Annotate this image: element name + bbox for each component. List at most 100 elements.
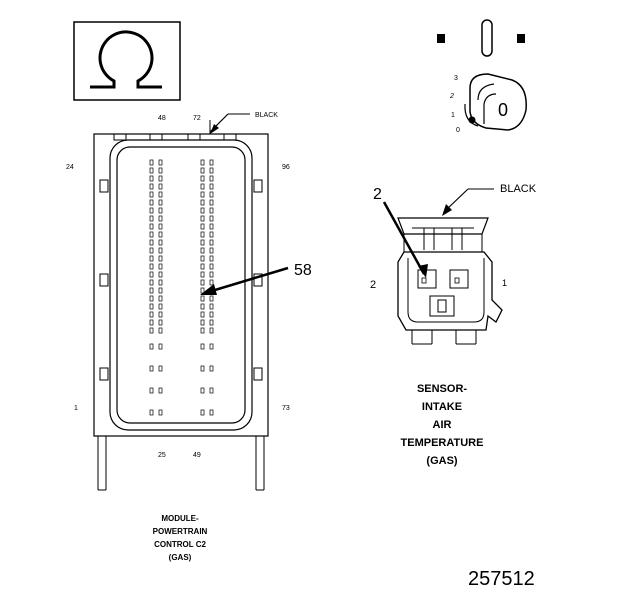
pin-cavity-83 [209, 319, 214, 326]
ohm-symbol-box [73, 21, 181, 101]
iat-caption-line-2: INTAKE [421, 401, 463, 413]
pin-cavity-87 [209, 327, 214, 334]
pin-cavity-98 [200, 387, 205, 394]
pin-cavity-75 [209, 303, 214, 310]
key-scale-2: 2 [449, 93, 454, 100]
iat-caption-line-1: SENSOR- [416, 383, 468, 395]
pin-cavity-44 [149, 247, 154, 254]
iat-color-label: BLACK [500, 183, 537, 195]
pin-cavity-42 [200, 239, 205, 246]
pin-cavity-6 [200, 167, 205, 174]
pcm-pin-label-1: 1 [74, 405, 78, 412]
iat-caption-line-5: (GAS) [426, 455, 458, 467]
pin-cavity-66 [200, 287, 205, 294]
pin-cavity-31 [209, 215, 214, 222]
pin-cavity-7 [209, 167, 214, 174]
pin-cavity-22 [200, 199, 205, 206]
pin-cavity-4 [149, 167, 154, 174]
pin-cavity-74 [200, 303, 205, 310]
pcm-caption-line-1: MODULE- [161, 514, 199, 523]
pin-cavity-73 [158, 303, 163, 310]
pin-cavity-48 [149, 255, 154, 262]
pcm-pin-label-48: 48 [158, 115, 166, 122]
pcm-color-label: BLACK [255, 112, 278, 119]
pcm-pin-label-24: 24 [66, 164, 74, 171]
key-scale-3: 3 [454, 75, 458, 82]
pcm-callout-58: 58 [294, 262, 312, 279]
pin-cavity-16 [149, 191, 154, 198]
pin-cavity-8 [149, 175, 154, 182]
iat-terminal-1 [449, 269, 469, 289]
pcm-pin-label-49: 49 [193, 452, 201, 459]
key-scale-0: 0 [456, 127, 460, 134]
pin-cavity-15 [209, 183, 214, 190]
pin-cavity-86 [200, 327, 205, 334]
pcm-connector: BLACK 48 72 24 96 1 73 25 49 58 [66, 112, 312, 491]
pin-cavity-88 [149, 343, 154, 350]
pin-cavity-92 [149, 365, 154, 372]
pin-cavity-63 [209, 279, 214, 286]
pin-cavity-20 [149, 199, 154, 206]
pin-cavity-10 [200, 175, 205, 182]
pin-cavity-18 [200, 191, 205, 198]
pcm-pin-label-96: 96 [282, 164, 290, 171]
pcm-caption-line-3: CONTROL C2 [154, 540, 206, 549]
pin-cavity-13 [158, 183, 163, 190]
pin-cavity-23 [209, 199, 214, 206]
pin-cavity-90 [200, 343, 205, 350]
pin-cavity-51 [209, 255, 214, 262]
pin-cavity-55 [209, 263, 214, 270]
pin-cavity-54 [200, 263, 205, 270]
pin-cavity-47 [209, 247, 214, 254]
pin-cavity-21 [158, 199, 163, 206]
iat-connector: BLACK 2 2 1 [370, 183, 537, 345]
pin-cavity-28 [149, 215, 154, 222]
pcm-pin-label-72: 72 [193, 115, 201, 122]
pin-cavity-82 [200, 319, 205, 326]
pin-cavity-89 [158, 343, 163, 350]
pin-cavity-91 [209, 343, 214, 350]
pin-cavity-35 [209, 223, 214, 230]
pin-cavity-25 [158, 207, 163, 214]
pin-cavity-5 [158, 167, 163, 174]
pin-cavity-96 [149, 387, 154, 394]
pin-cavity-62 [200, 279, 205, 286]
pin-cavity-84 [149, 327, 154, 334]
pin-cavity-46 [200, 247, 205, 254]
pin-cavity-81 [158, 319, 163, 326]
pin-cavity-33 [158, 223, 163, 230]
pin-cavity-19 [209, 191, 214, 198]
pin-cavity-65 [158, 287, 163, 294]
pin-cavity-11 [209, 175, 214, 182]
pin-cavity-0 [149, 159, 154, 166]
pin-cavity-97 [158, 387, 163, 394]
key-scale-1: 1 [451, 112, 455, 119]
pin-cavity-29 [158, 215, 163, 222]
pin-cavity-14 [200, 183, 205, 190]
pin-cavity-64 [149, 287, 154, 294]
pin-cavity-78 [200, 311, 205, 318]
pin-cavity-69 [158, 295, 163, 302]
pin-cavity-80 [149, 319, 154, 326]
pin-cavity-95 [209, 365, 214, 372]
pin-cavity-102 [200, 409, 205, 416]
pin-cavity-37 [158, 231, 163, 238]
pin-cavity-39 [209, 231, 214, 238]
pin-cavity-27 [209, 207, 214, 214]
pin-cavity-85 [158, 327, 163, 334]
pin-cavity-70 [200, 295, 205, 302]
pin-cavity-43 [209, 239, 214, 246]
pin-cavity-17 [158, 191, 163, 198]
iat-side-label-1: 1 [502, 278, 507, 288]
key-readout: 0 [498, 100, 508, 120]
iat-side-label-2: 2 [370, 279, 376, 291]
pin-cavity-59 [209, 271, 214, 278]
pin-cavity-30 [200, 215, 205, 222]
pin-cavity-36 [149, 231, 154, 238]
iat-terminal-2 [417, 269, 437, 289]
pin-cavity-40 [149, 239, 154, 246]
pin-cavity-52 [149, 263, 154, 270]
pcm-caption: MODULE- POWERTRAIN CONTROL C2 (GAS) [120, 512, 240, 564]
pin-cavity-58 [200, 271, 205, 278]
